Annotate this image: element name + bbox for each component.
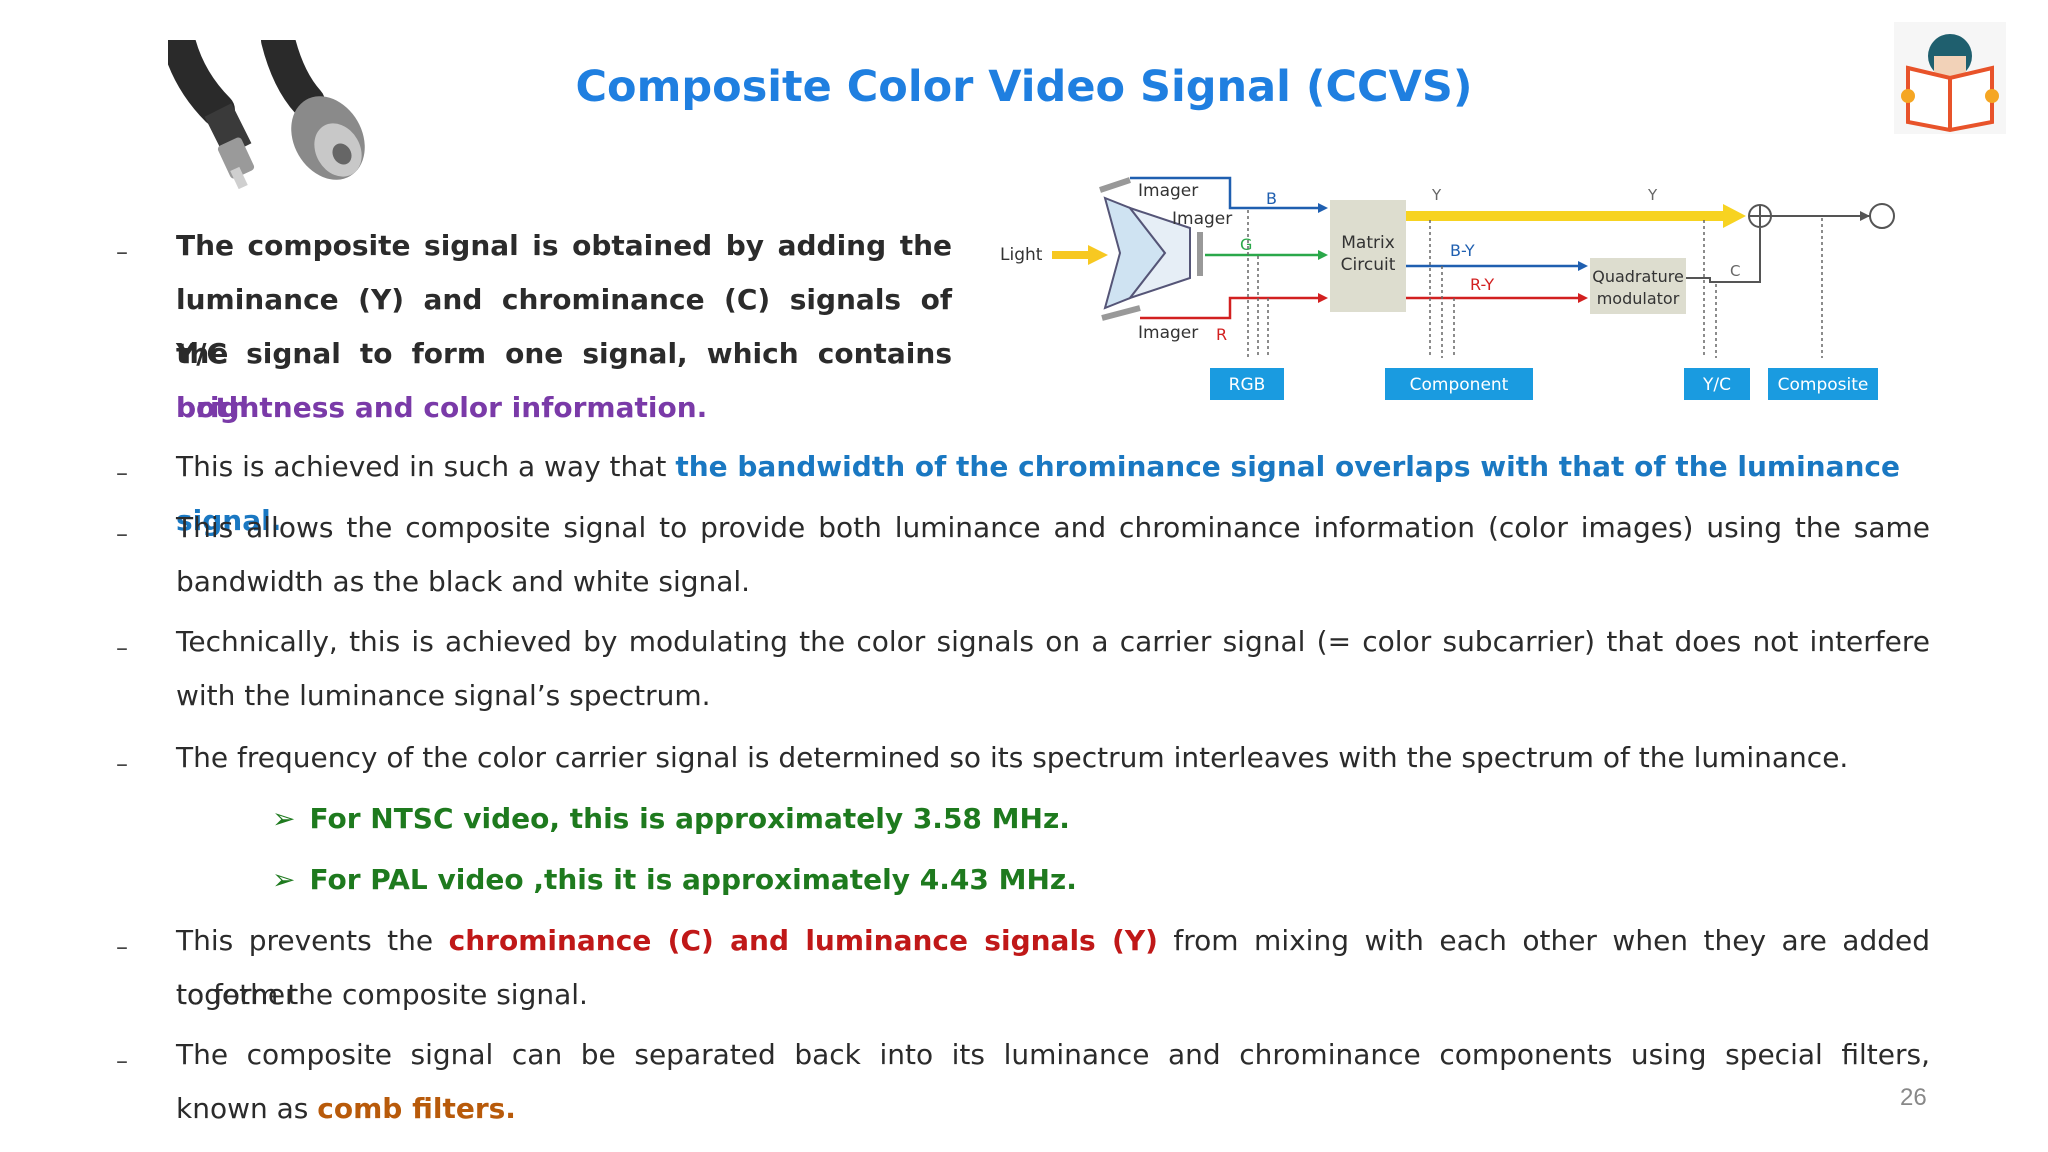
imager-label-2: Imager <box>1172 209 1232 229</box>
light-label: Light <box>1000 245 1043 265</box>
bullet-dash: – <box>116 750 128 778</box>
pal-subbullet: ➢For PAL video ,this it is approximately… <box>272 863 1077 896</box>
matrix-label-1: Matrix <box>1341 233 1395 253</box>
bullet-dash: – <box>116 933 128 961</box>
arrow-bullet-icon: ➢ <box>272 863 296 896</box>
bullet3-line2: bandwidth as the black and white signal. <box>176 565 751 598</box>
bullet6-line1: This prevents the chrominance (C) and lu… <box>176 924 1930 1011</box>
bullet1-line1: The composite signal is obtained by addi… <box>176 229 952 262</box>
bullet7-line2: known as comb filters. <box>176 1092 516 1125</box>
r-label: R <box>1216 325 1227 344</box>
ntsc-subbullet: ➢For NTSC video, this is approximately 3… <box>272 802 1070 835</box>
matrix-label-2: Circuit <box>1341 255 1396 275</box>
bullet4-line1: Technically, this is achieved by modulat… <box>176 625 1930 658</box>
y-label-1: Y <box>1431 186 1442 204</box>
bullet-dash: – <box>116 459 128 487</box>
slide-title: Composite Color Video Signal (CCVS) <box>575 62 1473 112</box>
bullet4-line2: with the luminance signal’s spectrum. <box>176 679 711 712</box>
bullet1-line2: luminance (Y) and chrominance (C) signal… <box>176 283 952 370</box>
bullet6-line2: to form the composite signal. <box>176 978 588 1011</box>
bullet7-line1: The composite signal can be separated ba… <box>176 1038 1930 1071</box>
c-label: C <box>1730 262 1740 280</box>
imager-label-1: Imager <box>1138 181 1198 201</box>
rca-bnc-cable-image <box>168 40 365 190</box>
reader-book-icon <box>1894 22 2006 134</box>
component-box-label: Component <box>1410 375 1509 395</box>
bullet1-line3: Y/C signal to form one signal, which con… <box>176 337 952 424</box>
bullet-dash: – <box>116 238 128 266</box>
quad-label-2: modulator <box>1597 289 1680 308</box>
bullet-dash: – <box>116 634 128 662</box>
ccvs-signal-diagram: Light Imager Imager Imager B G R Matrix … <box>1000 176 1895 400</box>
ry-label: R-Y <box>1470 275 1494 294</box>
g-label: G <box>1240 235 1252 254</box>
yc-box-label: Y/C <box>1702 375 1731 395</box>
page-number: 26 <box>1900 1084 1927 1111</box>
bullet2-line1: This is achieved in such a way that the … <box>176 450 1901 537</box>
bullet-dash: – <box>116 520 128 548</box>
bullet3-line1: This allows the composite signal to prov… <box>176 511 1930 544</box>
arrow-bullet-icon: ➢ <box>272 802 296 835</box>
b-label: B <box>1266 189 1277 208</box>
by-label: B-Y <box>1450 241 1475 260</box>
bullet1-line4: brightness and color information. <box>176 391 708 424</box>
rgb-box-label: RGB <box>1229 375 1266 395</box>
composite-box-label: Composite <box>1778 375 1869 395</box>
quad-label-1: Quadrature <box>1592 267 1684 286</box>
imager-label-3: Imager <box>1138 323 1198 343</box>
bullet5-line1: The frequency of the color carrier signa… <box>176 741 1849 774</box>
bullet-dash: – <box>116 1047 128 1075</box>
y-label-2: Y <box>1647 186 1658 204</box>
